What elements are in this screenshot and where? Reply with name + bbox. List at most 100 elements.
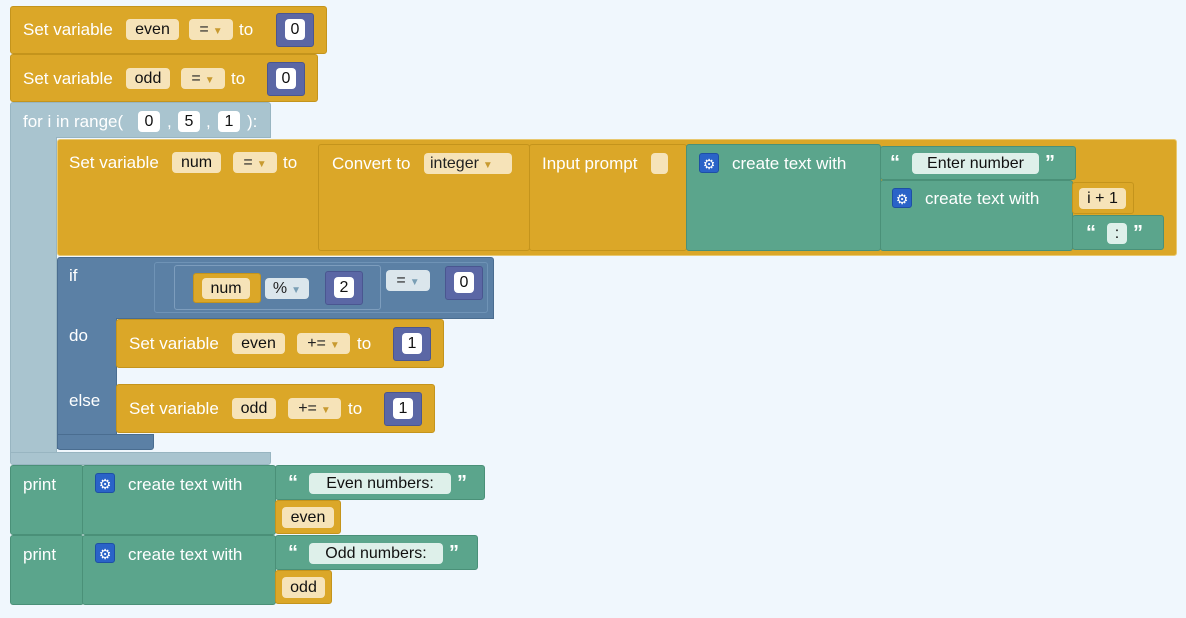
variable-even-field[interactable]: even — [282, 507, 334, 528]
range-step-field[interactable]: 1 — [218, 111, 240, 132]
compare-operator-dropdown[interactable]: =▼ — [386, 270, 430, 291]
expression-block[interactable]: i + 1 — [1072, 182, 1134, 214]
create-text-nested-block[interactable]: ⚙ create text with — [880, 180, 1073, 251]
assign-operator-dropdown[interactable]: =▼ — [181, 68, 225, 89]
variable-even-field[interactable]: even — [232, 333, 285, 354]
number-block[interactable]: 0 — [445, 266, 483, 300]
open-quote-icon: “ — [288, 542, 298, 564]
convert-label: Convert to — [332, 154, 411, 173]
variable-num-field[interactable]: num — [172, 152, 221, 173]
chevron-down-icon: ▼ — [256, 159, 267, 170]
number-block[interactable]: 0 — [276, 13, 314, 47]
close-quote-icon: ” — [1133, 222, 1143, 244]
for-loop-body-bar — [10, 137, 57, 453]
number-block[interactable]: 1 — [393, 327, 431, 361]
variable-even-field[interactable]: even — [126, 19, 179, 40]
math-operator-dropdown[interactable]: %▼ — [265, 278, 309, 299]
gear-icon[interactable]: ⚙ — [95, 473, 115, 493]
print-even-block[interactable]: print — [10, 465, 84, 535]
number-field[interactable]: 2 — [334, 277, 354, 298]
set-odd-block[interactable]: Set variable odd =▼ to 0 — [10, 54, 318, 102]
input-prompt-block[interactable]: Input prompt — [529, 144, 687, 251]
else-label: else — [69, 391, 101, 410]
comma-label: , — [206, 112, 211, 131]
set-even-block[interactable]: Set variable even =▼ to 0 — [10, 6, 327, 54]
create-text-block[interactable]: ⚙ create text with — [82, 535, 276, 605]
set-odd-increment-block[interactable]: Set variable odd +=▼ to 1 — [116, 384, 435, 433]
number-field[interactable]: 0 — [276, 68, 296, 89]
set-variable-label: Set variable — [129, 334, 219, 353]
open-quote-icon: “ — [288, 472, 298, 494]
expression-field[interactable]: i + 1 — [1079, 188, 1126, 209]
set-variable-label: Set variable — [23, 69, 113, 88]
text-colon-block[interactable]: “ : ” — [1072, 215, 1164, 250]
assign-operator-dropdown[interactable]: +=▼ — [297, 333, 350, 354]
number-field[interactable]: 1 — [402, 333, 422, 354]
create-text-label: create text with — [732, 154, 847, 173]
chevron-down-icon: ▼ — [482, 160, 493, 171]
create-text-label: create text with — [925, 189, 1040, 208]
input-prompt-slot[interactable] — [651, 153, 668, 174]
chevron-down-icon: ▼ — [329, 340, 340, 351]
text-field[interactable]: Even numbers: — [309, 473, 451, 494]
comma-label: , — [167, 112, 172, 131]
text-even-numbers-block[interactable]: “ Even numbers: ” — [275, 465, 485, 500]
convert-type-dropdown[interactable]: integer▼ — [424, 153, 512, 174]
text-field[interactable]: : — [1107, 223, 1127, 244]
number-block[interactable]: 1 — [384, 392, 422, 426]
number-field[interactable]: 0 — [285, 19, 305, 40]
print-odd-block[interactable]: print — [10, 535, 84, 605]
print-label: print — [23, 545, 57, 564]
assign-operator-dropdown[interactable]: +=▼ — [288, 398, 341, 419]
text-field[interactable]: Enter number — [912, 153, 1039, 174]
chevron-down-icon: ▼ — [212, 26, 223, 37]
create-text-block[interactable]: ⚙ create text with — [82, 465, 276, 535]
number-field[interactable]: 0 — [454, 272, 474, 293]
to-label: to — [239, 20, 254, 39]
for-loop-footer — [10, 452, 271, 465]
open-quote-icon: “ — [1086, 222, 1096, 244]
number-block[interactable]: 0 — [267, 62, 305, 96]
for-loop-header[interactable]: for i in range( 0 , 5 , 1 ): — [10, 102, 271, 138]
modulo-block[interactable]: num %▼ 2 — [174, 265, 381, 310]
chevron-down-icon: ▼ — [320, 405, 331, 416]
set-variable-label: Set variable — [69, 153, 159, 172]
gear-icon[interactable]: ⚙ — [699, 153, 719, 173]
variable-num-field[interactable]: num — [202, 278, 250, 299]
close-quote-icon: ” — [1045, 152, 1055, 174]
range-close-label: ): — [247, 112, 258, 131]
text-enter-number-block[interactable]: “ Enter number ” — [880, 146, 1076, 180]
if-label: if — [69, 266, 78, 285]
assign-operator-dropdown[interactable]: =▼ — [189, 19, 233, 40]
to-label: to — [348, 399, 363, 418]
if-footer — [57, 434, 154, 450]
variable-odd-field[interactable]: odd — [126, 68, 170, 89]
set-variable-label: Set variable — [23, 20, 113, 39]
variable-odd-field[interactable]: odd — [232, 398, 276, 419]
text-odd-numbers-block[interactable]: “ Odd numbers: ” — [275, 535, 478, 570]
number-field[interactable]: 1 — [393, 398, 413, 419]
variable-even-block[interactable]: even — [275, 500, 341, 534]
range-stop-field[interactable]: 5 — [178, 111, 200, 132]
create-text-label: create text with — [128, 545, 243, 564]
variable-num-block[interactable]: num — [193, 273, 261, 303]
number-block[interactable]: 2 — [325, 271, 363, 305]
chevron-down-icon: ▼ — [409, 277, 420, 288]
close-quote-icon: ” — [449, 542, 459, 564]
variable-odd-block[interactable]: odd — [275, 570, 332, 604]
create-text-block[interactable]: ⚙ create text with — [686, 144, 881, 251]
text-field[interactable]: Odd numbers: — [309, 543, 443, 564]
assign-operator-dropdown[interactable]: =▼ — [233, 152, 277, 173]
if-body-bar — [57, 318, 117, 449]
range-start-field[interactable]: 0 — [138, 111, 160, 132]
set-even-increment-block[interactable]: Set variable even +=▼ to 1 — [116, 319, 444, 368]
for-range-label: for i in range( — [23, 112, 124, 131]
gear-icon[interactable]: ⚙ — [892, 188, 912, 208]
input-prompt-label: Input prompt — [542, 154, 638, 173]
do-label: do — [69, 326, 88, 345]
variable-odd-field[interactable]: odd — [282, 577, 325, 598]
convert-block[interactable]: Convert to integer▼ — [318, 144, 530, 251]
chevron-down-icon: ▼ — [204, 75, 215, 86]
print-label: print — [23, 475, 57, 494]
gear-icon[interactable]: ⚙ — [95, 543, 115, 563]
